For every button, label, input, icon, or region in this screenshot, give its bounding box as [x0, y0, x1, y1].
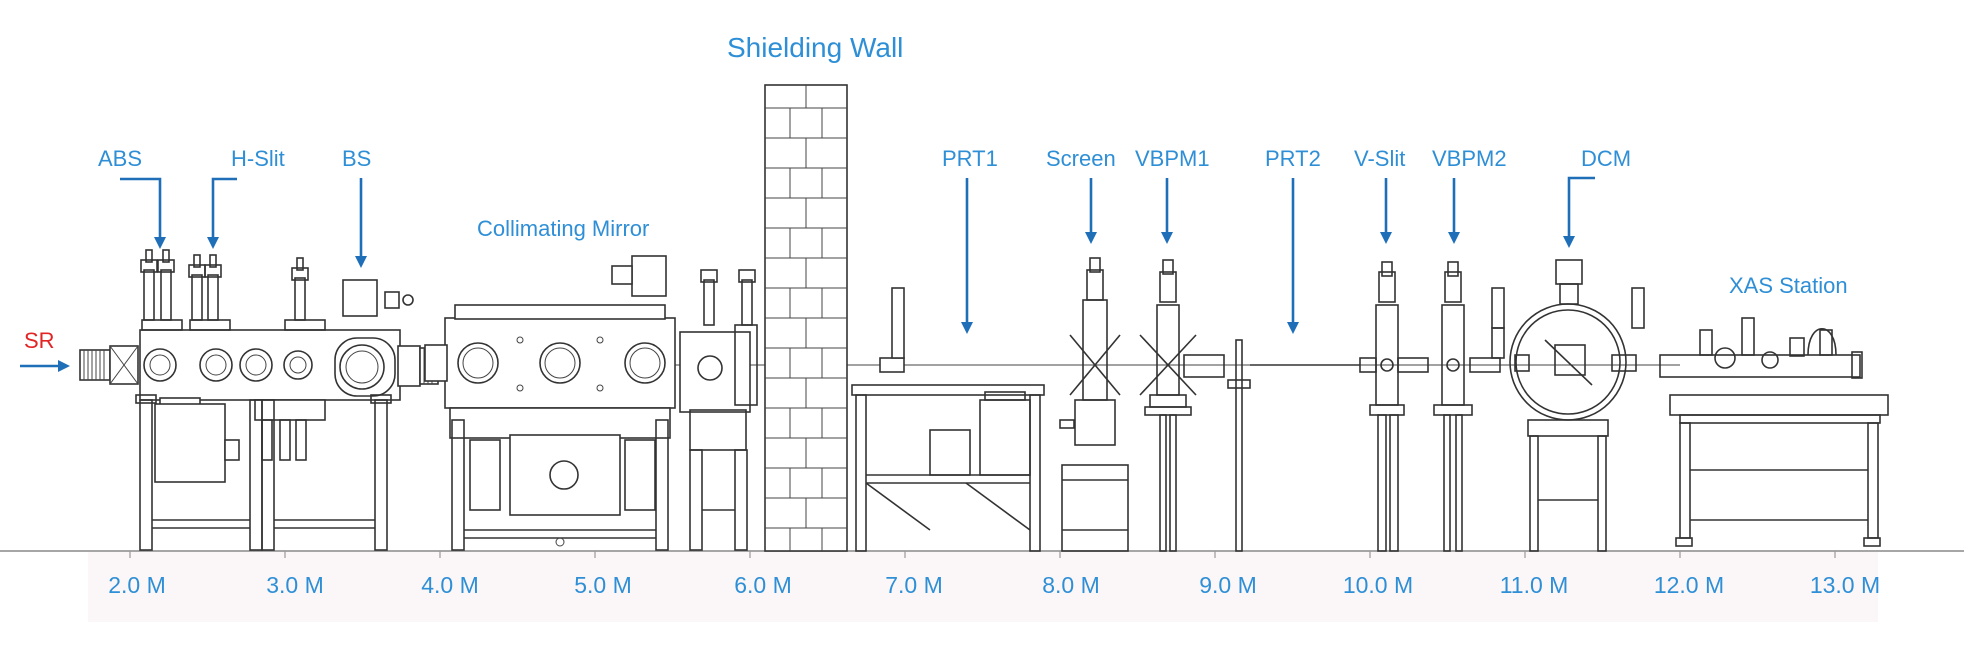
- axis-tick-label: 9.0 M: [1199, 572, 1257, 598]
- axis-tick-label: 4.0 M: [421, 572, 479, 598]
- prt2-stand: [1227, 339, 1360, 552]
- axis-tick-label: 2.0 M: [108, 572, 166, 598]
- axis-tick-label: 13.0 M: [1809, 572, 1881, 598]
- sr-arrow: [20, 360, 70, 372]
- xas-station-label: XAS Station: [1729, 273, 1848, 298]
- vbpm2-label: VBPM2: [1432, 146, 1507, 171]
- axis-band: [88, 552, 1878, 622]
- axis-tick-marks: [129, 551, 1836, 558]
- shielding-wall-label: Shielding Wall: [727, 32, 904, 63]
- xas-station-assembly: [1659, 317, 1889, 547]
- v-slit-assembly: [1359, 261, 1429, 552]
- vbpm2-assembly: [1433, 261, 1505, 552]
- prt1-table: [851, 287, 1045, 552]
- sr-label: SR: [24, 328, 55, 353]
- bs-label: BS: [342, 146, 372, 171]
- prt2-label: PRT2: [1265, 146, 1321, 171]
- prt1-label: PRT1: [942, 146, 998, 171]
- axis-tick-label: 11.0 M: [1499, 572, 1569, 598]
- axis-tick-label: 5.0 M: [574, 572, 632, 598]
- h-slit-label: H-Slit: [231, 146, 285, 171]
- dcm-label: DCM: [1581, 146, 1632, 171]
- v-slit-label: V-Slit: [1354, 146, 1406, 171]
- collimating-mirror-assembly: [424, 255, 676, 551]
- axis-tick-label: 10.0 M: [1342, 572, 1414, 598]
- pre-wall-valves: [679, 269, 758, 551]
- label-arrows: [120, 176, 1595, 334]
- screen-label: Screen: [1046, 146, 1116, 171]
- axis-tick-label: 6.0 M: [734, 572, 792, 598]
- vbpm1-assembly: [1139, 259, 1225, 552]
- axis-tick-label: 12.0 M: [1653, 572, 1725, 598]
- dcm-assembly: [1509, 259, 1645, 552]
- abs-label: ABS: [98, 146, 143, 171]
- axis-tick-label: 3.0 M: [266, 572, 324, 598]
- collimating-mirror-label: Collimating Mirror: [477, 216, 650, 241]
- screen-assembly: [1059, 257, 1129, 552]
- vbpm1-label: VBPM1: [1135, 146, 1210, 171]
- shielding-wall-drawing: [764, 84, 848, 552]
- axis-tick-label: 7.0 M: [885, 572, 943, 598]
- axis-tick-label: 8.0 M: [1042, 572, 1100, 598]
- front-end-assembly: [79, 249, 439, 551]
